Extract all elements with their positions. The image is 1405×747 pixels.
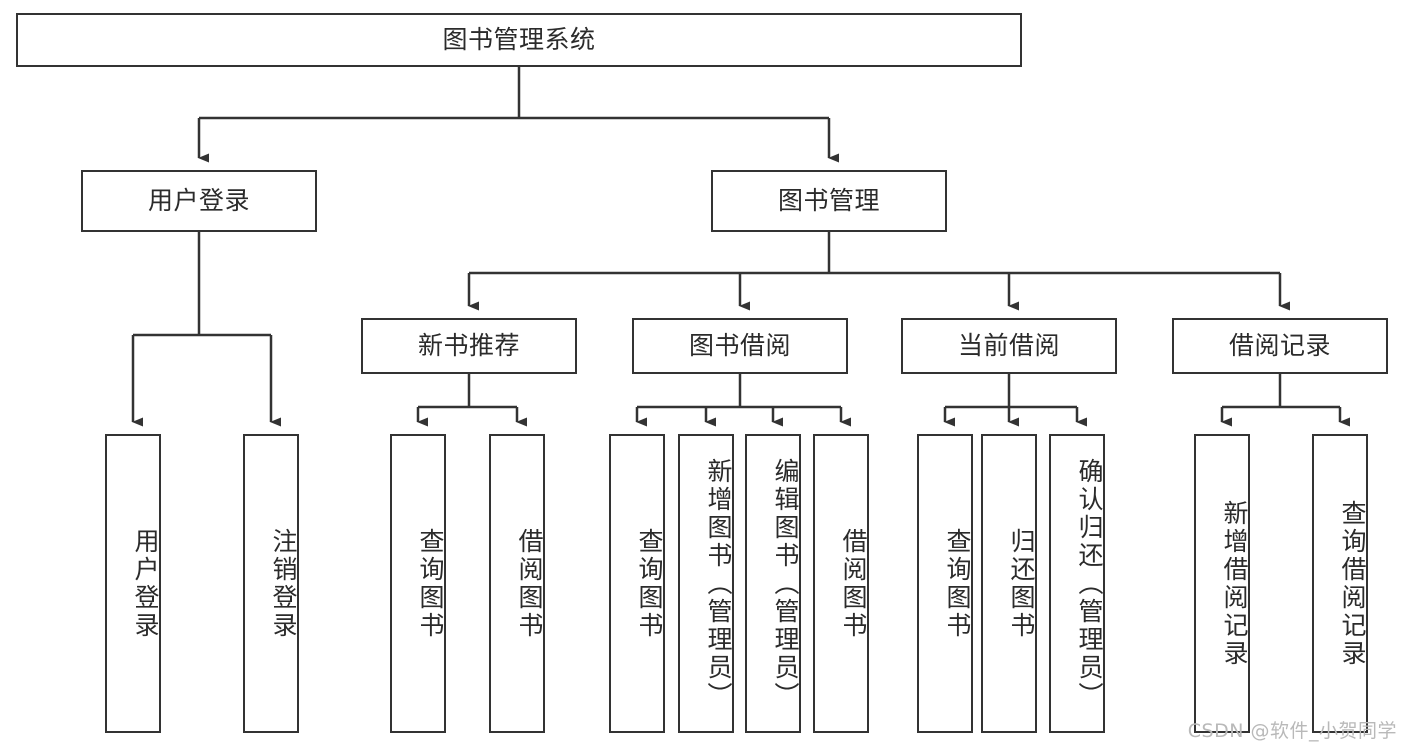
node-leaf_user_login-label: 用户登录 bbox=[131, 527, 160, 640]
node-current_borrow[interactable]: 当前借阅 bbox=[901, 318, 1117, 374]
node-leaf_cb_return[interactable]: 归还图书 bbox=[981, 434, 1037, 733]
node-new_book_rec[interactable]: 新书推荐 bbox=[361, 318, 577, 374]
node-leaf_bb_edit-label: 编辑图书（管理员） bbox=[771, 457, 800, 710]
node-leaf_rec_borrow[interactable]: 借阅图书 bbox=[489, 434, 545, 733]
node-user_login[interactable]: 用户登录 bbox=[81, 170, 317, 232]
node-leaf_cb_confirm-label: 确认归还（管理员） bbox=[1075, 457, 1104, 710]
node-leaf_br_add-label: 新增借阅记录 bbox=[1220, 499, 1249, 668]
node-leaf_bb_add[interactable]: 新增图书（管理员） bbox=[678, 434, 734, 733]
node-book_borrow[interactable]: 图书借阅 bbox=[632, 318, 848, 374]
node-book_borrow-label: 图书借阅 bbox=[688, 331, 791, 360]
node-leaf_user_logout[interactable]: 注销登录 bbox=[243, 434, 299, 733]
node-leaf_br_query[interactable]: 查询借阅记录 bbox=[1312, 434, 1368, 733]
node-leaf_cb_return-label: 归还图书 bbox=[1007, 527, 1036, 640]
node-borrow_record[interactable]: 借阅记录 bbox=[1172, 318, 1388, 374]
node-leaf_cb_confirm[interactable]: 确认归还（管理员） bbox=[1049, 434, 1105, 733]
node-root[interactable]: 图书管理系统 bbox=[16, 13, 1022, 67]
node-leaf_br_query-label: 查询借阅记录 bbox=[1338, 499, 1367, 668]
csdn-watermark: CSDN @软件_小贺同学 bbox=[1187, 720, 1397, 742]
node-borrow_record-label: 借阅记录 bbox=[1228, 331, 1331, 360]
node-leaf_user_login[interactable]: 用户登录 bbox=[105, 434, 161, 733]
node-root-label: 图书管理系统 bbox=[442, 25, 596, 54]
node-new_book_rec-label: 新书推荐 bbox=[417, 331, 520, 360]
node-leaf_br_add[interactable]: 新增借阅记录 bbox=[1194, 434, 1250, 733]
node-current_borrow-label: 当前借阅 bbox=[957, 331, 1060, 360]
node-book_manage-label: 图书管理 bbox=[777, 186, 880, 215]
node-leaf_cb_query[interactable]: 查询图书 bbox=[917, 434, 973, 733]
node-leaf_bb_query-label: 查询图书 bbox=[635, 527, 664, 640]
node-leaf_user_logout-label: 注销登录 bbox=[269, 527, 298, 640]
node-leaf_bb_borrow[interactable]: 借阅图书 bbox=[813, 434, 869, 733]
node-leaf_bb_borrow-label: 借阅图书 bbox=[839, 527, 868, 640]
node-leaf_cb_query-label: 查询图书 bbox=[943, 527, 972, 640]
node-leaf_bb_add-label: 新增图书（管理员） bbox=[704, 457, 733, 710]
node-leaf_rec_query[interactable]: 查询图书 bbox=[390, 434, 446, 733]
node-leaf_bb_edit[interactable]: 编辑图书（管理员） bbox=[745, 434, 801, 733]
node-book_manage[interactable]: 图书管理 bbox=[711, 170, 947, 232]
node-user_login-label: 用户登录 bbox=[147, 186, 250, 215]
node-leaf_rec_borrow-label: 借阅图书 bbox=[515, 527, 544, 640]
node-leaf_bb_query[interactable]: 查询图书 bbox=[609, 434, 665, 733]
node-leaf_rec_query-label: 查询图书 bbox=[416, 527, 445, 640]
